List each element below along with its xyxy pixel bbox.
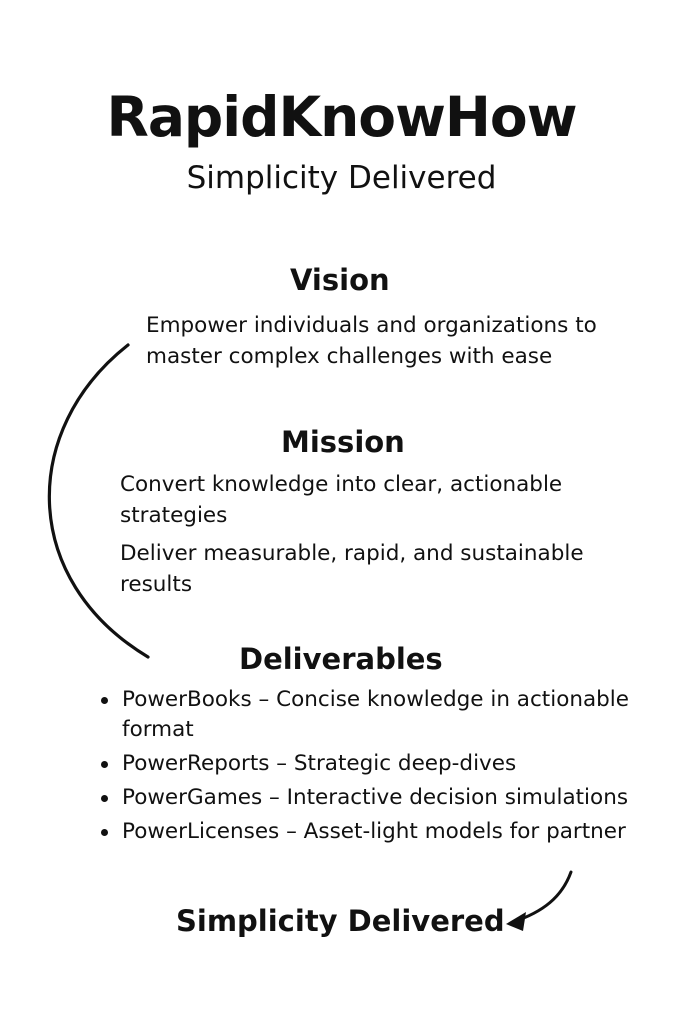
deliverable-item: PowerReports – Strategic deep-dives <box>98 749 668 779</box>
mission-item: Convert knowledge into clear, actionable… <box>120 472 563 528</box>
deliverable-item: PowerGames – Interactive decision simula… <box>98 783 668 813</box>
deliverable-item: PowerLicenses – Asset-light models for p… <box>98 817 668 847</box>
page-title: RapidKnowHow <box>106 85 577 149</box>
deliverables-list: PowerBooks – Concise knowledge in action… <box>98 685 668 851</box>
footer-arrow-curve <box>511 870 573 924</box>
mission-heading: Mission <box>281 425 405 459</box>
footer-tagline: Simplicity Delivered <box>176 904 505 938</box>
vision-heading: Vision <box>290 263 390 297</box>
mission-item: Deliver measurable, rapid, and sustainab… <box>120 541 584 597</box>
deliverables-heading: Deliverables <box>239 642 443 676</box>
footer-arrowhead <box>506 912 526 931</box>
deliverable-item: PowerBooks – Concise knowledge in action… <box>98 685 668 745</box>
vision-text: Empower individuals and organizations to… <box>146 313 597 369</box>
page-subtitle: Simplicity Delivered <box>186 160 497 196</box>
cycle-arc <box>47 343 150 659</box>
